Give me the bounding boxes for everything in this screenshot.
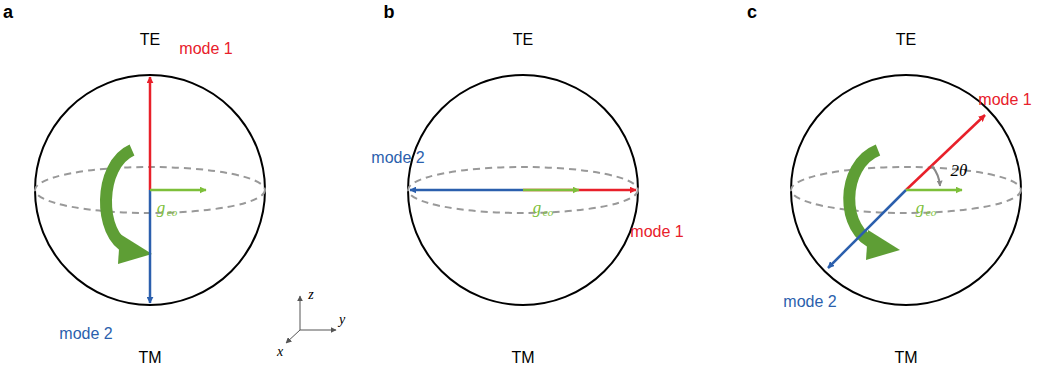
pole-label: TE [513,32,533,48]
mode-label: mode 1 [630,224,683,240]
panel-letter: b [384,3,395,21]
panel-letter: c [747,3,757,21]
coupling-symbol: g [533,199,542,216]
mode-label: mode 2 [59,326,112,342]
pole-label: TE [140,32,160,48]
mode-label: mode 1 [978,92,1031,108]
sphere-a [35,75,336,343]
panel-letter: a [3,3,13,21]
axis-label: x [277,345,283,359]
coupling-subscript: eo [543,207,553,218]
axis-label: z [308,288,313,302]
pole-label: TM [894,350,917,366]
coupling-subscript: eo [167,207,177,218]
pole-label: TM [138,350,161,366]
mode-label: mode 1 [179,41,232,57]
angle-label: 2θ [951,162,968,179]
sphere-c [791,75,1021,305]
pole-label: TE [896,32,916,48]
sphere-b [408,75,638,305]
coupling-symbol: g [916,199,925,216]
pole-label: TM [511,350,534,366]
axis-label: y [339,313,345,327]
coupling-symbol: g [157,199,166,216]
coupling-subscript: eo [926,207,936,218]
mode-label: mode 2 [783,294,836,310]
mode-label: mode 2 [371,150,424,166]
